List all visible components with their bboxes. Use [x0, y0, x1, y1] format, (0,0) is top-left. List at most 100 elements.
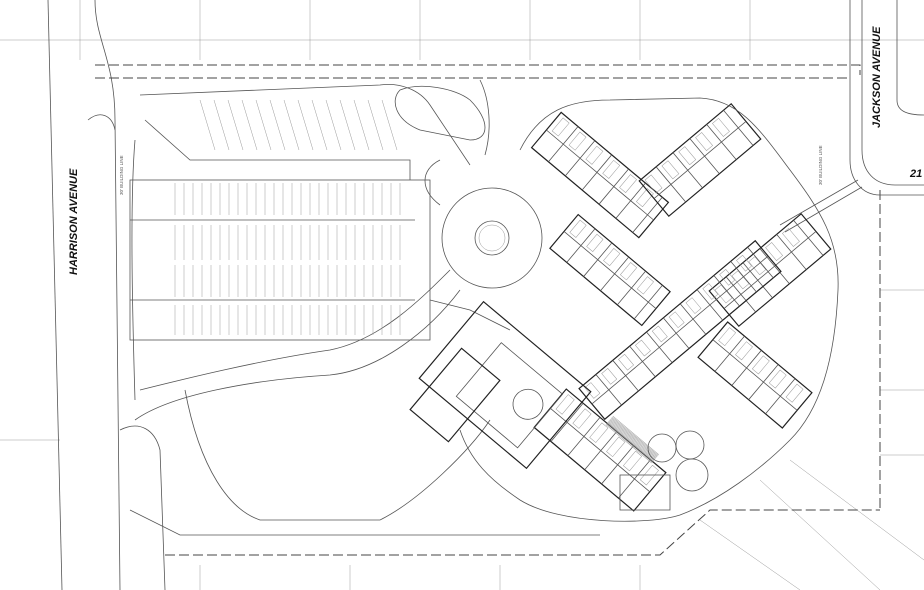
casework: [551, 117, 570, 137]
parking-stall: [269, 99, 286, 151]
cafeteria: [455, 342, 564, 449]
room-divider: [612, 360, 639, 392]
casework: [651, 325, 668, 343]
street-number: 21: [909, 168, 922, 180]
casework: [623, 450, 643, 472]
harrison-avenue-road: [47, 0, 166, 590]
corridor: [591, 255, 769, 405]
parking-stall: [353, 99, 370, 151]
room-divider: [584, 431, 618, 471]
casework: [678, 146, 697, 166]
casework: [644, 174, 663, 194]
room-divider: [689, 138, 720, 175]
room-divider: [748, 364, 779, 400]
room-divider: [714, 335, 745, 372]
bleacher-row: [611, 417, 658, 457]
bleacher-row: [612, 416, 659, 456]
parking-stall: [227, 99, 244, 151]
room-divider: [566, 228, 596, 263]
wing-outline: [697, 321, 813, 429]
classroom-wing-north: [638, 102, 762, 218]
room-divider: [679, 303, 707, 335]
building-site-boundary: [459, 97, 839, 522]
parking-stall: [255, 99, 272, 151]
commons-outline: [418, 300, 592, 470]
corridor: [546, 129, 654, 221]
bleacher-row: [609, 419, 656, 459]
casework: [569, 219, 587, 238]
room-divider: [564, 140, 596, 177]
school-building: [409, 102, 832, 512]
corridor: [723, 231, 817, 309]
casework: [636, 188, 654, 208]
stage: [512, 388, 544, 420]
casework: [661, 160, 680, 180]
setback-label-east: 30' BUILDING LINE: [818, 145, 823, 185]
parking-stall: [381, 99, 398, 151]
bleacher-row: [606, 422, 654, 462]
room-divider: [598, 168, 629, 205]
classroom-wing-northwest: [530, 111, 670, 239]
casework: [601, 368, 618, 385]
casework: [685, 297, 702, 314]
room-divider: [759, 248, 790, 285]
room-divider: [646, 331, 673, 363]
room-divider: [655, 166, 686, 203]
bleacher-row: [607, 422, 654, 462]
room-divider: [633, 285, 663, 320]
parking-stall: [283, 99, 300, 151]
bleacher-row: [608, 421, 655, 461]
casework: [735, 341, 753, 361]
parking-stall: [199, 99, 216, 151]
casework: [695, 132, 713, 151]
corridor: [549, 407, 651, 493]
parking-stall: [213, 99, 230, 151]
room-divider: [581, 154, 613, 191]
central-wing: [549, 213, 671, 327]
casework: [585, 145, 604, 165]
casework: [719, 269, 736, 286]
casework: [606, 436, 626, 458]
room-divider: [595, 374, 622, 406]
casework: [635, 339, 651, 357]
casework: [555, 394, 575, 415]
corridor: [712, 339, 798, 411]
parking-stall: [241, 99, 258, 151]
room-divider: [793, 219, 824, 256]
bleacher-row: [606, 423, 653, 463]
room-divider: [723, 109, 754, 146]
entry-block: [409, 347, 501, 443]
room-divider: [696, 289, 724, 321]
classroom-wing-east: [708, 212, 832, 328]
site-drives: [129, 79, 600, 536]
casework: [586, 233, 604, 252]
casework: [636, 276, 654, 295]
jackson-avenue-road: [779, 0, 924, 233]
casework: [768, 369, 787, 389]
room-divider: [548, 126, 579, 163]
room-divider: [730, 261, 757, 293]
gymnasium-wing: [533, 388, 667, 512]
room-divider: [742, 262, 773, 299]
play-courts: [619, 430, 709, 511]
parking-stall: [297, 99, 314, 151]
room-divider: [617, 270, 646, 306]
bleacher-row: [608, 420, 656, 460]
casework: [572, 408, 592, 429]
property-line-north: [95, 64, 861, 75]
casework: [668, 311, 685, 329]
commons-block: [418, 300, 592, 470]
entry-outline: [409, 347, 501, 443]
parking-stall: [325, 99, 342, 151]
room-divider: [706, 124, 737, 160]
casework: [751, 355, 770, 375]
casework: [782, 227, 800, 247]
corridor: [653, 121, 747, 199]
corridor: [563, 231, 657, 309]
room-divider: [550, 402, 584, 442]
room-divider: [776, 234, 807, 270]
casework: [603, 248, 621, 267]
